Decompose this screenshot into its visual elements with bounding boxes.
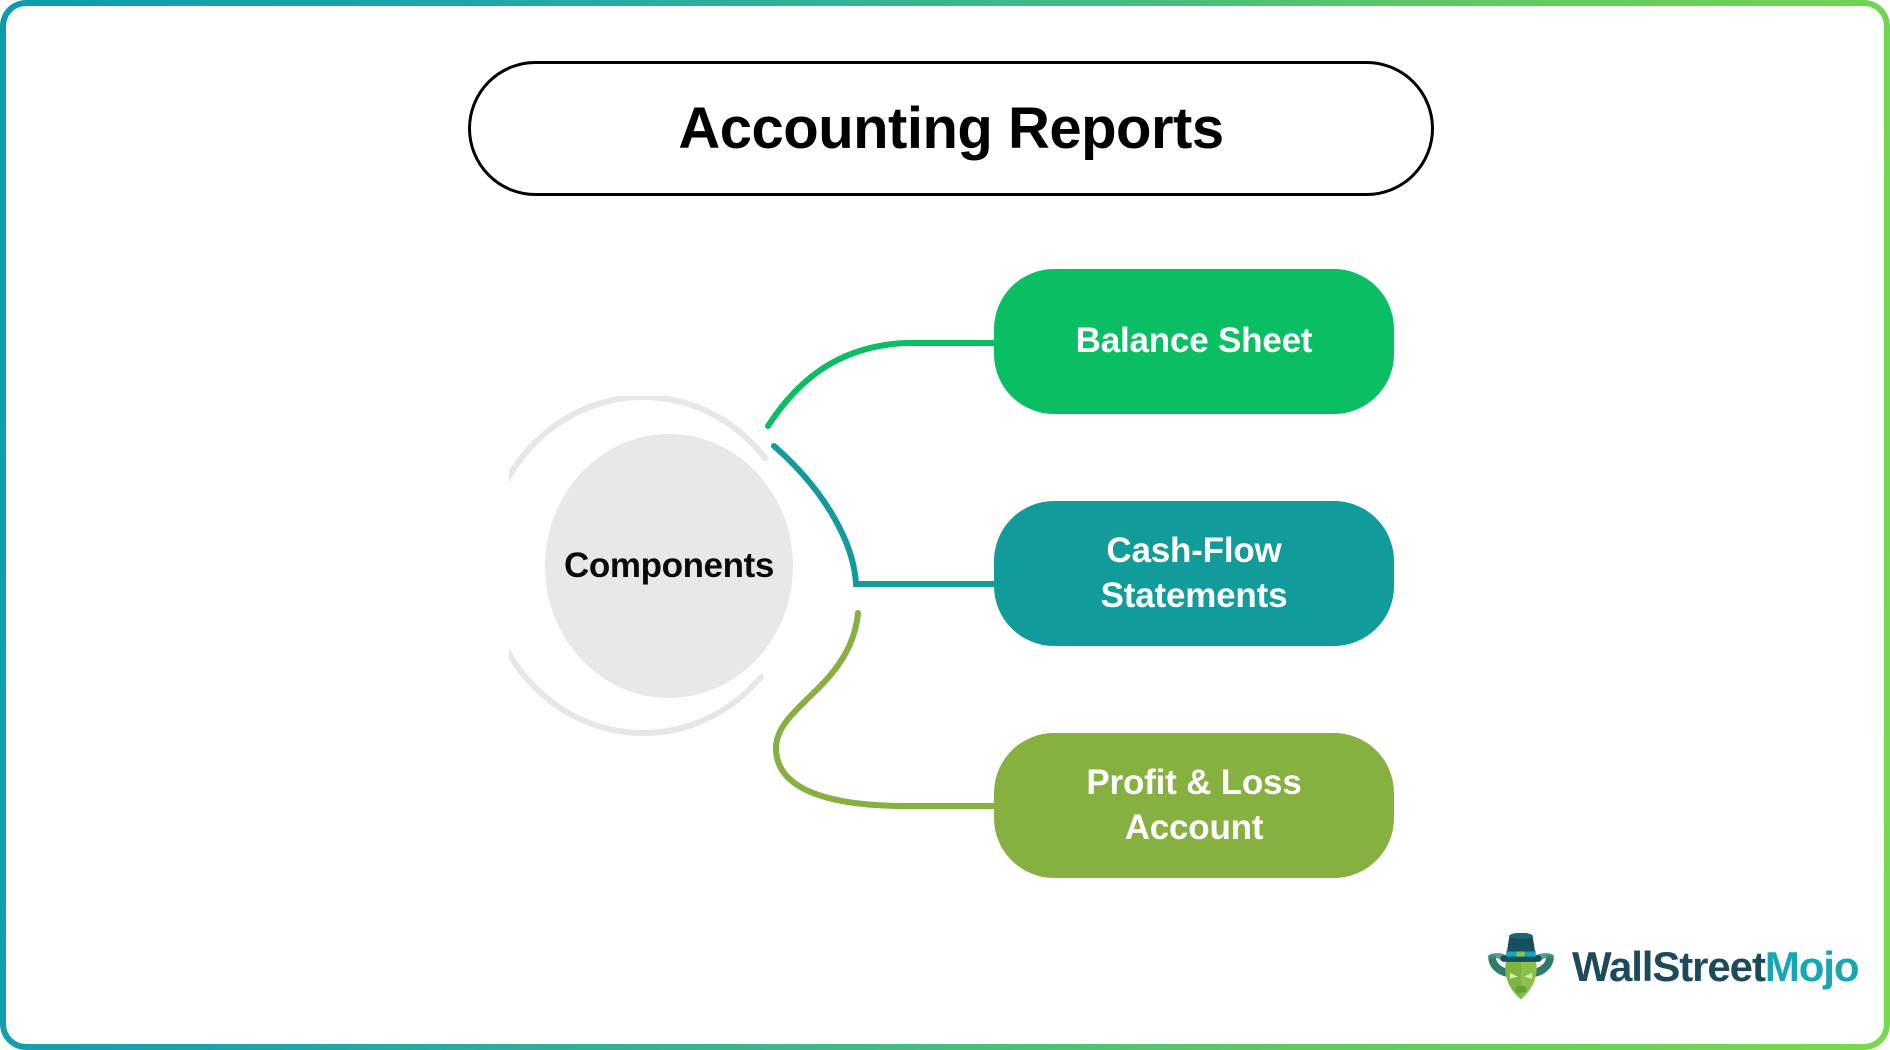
- page-title: Accounting Reports: [678, 95, 1224, 161]
- wallstreetmojo-logo: WallStreetMojo: [1484, 928, 1860, 1006]
- hub-components: Components: [509, 396, 829, 736]
- node-cash-flow-statements[interactable]: Cash-Flow Statements: [994, 501, 1394, 646]
- node-balance-sheet[interactable]: Balance Sheet: [994, 269, 1394, 414]
- logo-word-wallstreet: WallStreet: [1572, 943, 1766, 990]
- hub-core-circle: Components: [545, 434, 793, 698]
- node-balance-sheet-label: Balance Sheet: [1075, 321, 1313, 361]
- hub-outer-ring: [509, 396, 768, 736]
- node-profit-loss-account[interactable]: Profit & Loss Account: [994, 733, 1394, 878]
- logo-word-mojo: Mojo: [1764, 943, 1860, 990]
- node-profit-loss-account-label: Profit & Loss Account: [1086, 762, 1302, 847]
- node-cash-flow-statements-label: Cash-Flow Statements: [1100, 530, 1288, 615]
- page-title-box: Accounting Reports: [468, 61, 1434, 196]
- hub-label: Components: [564, 546, 774, 585]
- bull-mascot-icon: [1488, 932, 1554, 1000]
- logo-wordmark: WallStreetMojo: [1572, 943, 1860, 990]
- diagram-canvas: Accounting Reports Components Balance Sh…: [6, 6, 1884, 1044]
